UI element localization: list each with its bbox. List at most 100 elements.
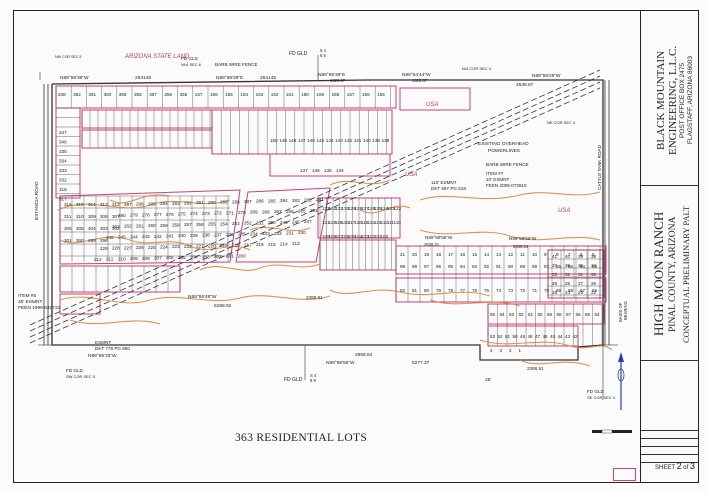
lot-number: 38 <box>591 254 597 259</box>
lot-number: 3 <box>500 348 503 353</box>
lot-number: 123 <box>387 206 395 211</box>
lot-number: 347 <box>59 130 67 135</box>
lot-number: 248 <box>292 220 300 225</box>
title-divider-2 <box>641 360 699 361</box>
esmt-bottom-dkt: DKT 776 PG 860 <box>95 346 130 351</box>
lot-number: 71 <box>532 288 538 293</box>
lot-number: 80 <box>424 288 430 293</box>
lot-number: 107 <box>335 234 343 239</box>
lot-number: 291 <box>196 200 204 205</box>
twentyfive-label: 25' <box>485 377 491 383</box>
lot-number: 263 <box>112 224 120 229</box>
usa-top-label: USA <box>426 102 438 108</box>
lot-number: 201 <box>226 254 234 259</box>
lot-number: 84 <box>580 264 586 269</box>
lot-number: 230 <box>298 230 306 235</box>
lot-number: 302 <box>112 226 120 231</box>
graphic-scale <box>592 429 632 434</box>
lot-number: 360 <box>104 92 112 97</box>
road-left: ESTANCIA ROAD <box>34 181 40 220</box>
section-lines <box>38 55 618 400</box>
dist-2: 264145 <box>260 75 276 81</box>
lot-number: 332 <box>59 178 67 183</box>
lot-number: 209 <box>130 256 138 261</box>
lot-number: 275 <box>178 212 186 217</box>
lot-number: 211 <box>106 257 114 262</box>
lot-number: 225 <box>148 245 156 250</box>
lot-grid <box>55 86 604 346</box>
lot-number: 72 <box>520 288 526 293</box>
lot-number: 18 <box>436 252 442 257</box>
lot-number: 86 <box>556 264 562 269</box>
lot-number: 125 <box>374 206 382 211</box>
lot-number: 227 <box>124 245 132 250</box>
lot-number: 140 <box>363 138 371 143</box>
lot-number: 298 <box>100 238 108 243</box>
lot-number: 118 <box>342 220 350 225</box>
project-county: PINAL COUNTY, ARIZONA <box>668 216 678 332</box>
dist-8: 5277.37 <box>412 360 430 366</box>
lot-number: 357 <box>149 92 157 97</box>
lot-number: 235 <box>238 232 246 237</box>
lot-number: 65 <box>490 312 496 317</box>
lot-number: 282 <box>304 198 312 203</box>
lot-number: 251 <box>256 220 264 225</box>
barb-fence-right: BARB WIRE FENCE <box>486 162 529 167</box>
lot-number: 202 <box>214 254 222 259</box>
lot-number: 157 <box>347 92 355 97</box>
n14-b: N/4 COR SEC 4 <box>462 66 492 71</box>
firm-line-1: BLACK MOUNTAIN <box>655 50 667 150</box>
lot-number: 216 <box>256 242 264 247</box>
nw-cor: NW COR SEC 5 <box>55 55 81 59</box>
lot-number: 142 <box>344 138 352 143</box>
lot-number: 121 <box>322 220 330 225</box>
lot-number: 78 <box>448 288 454 293</box>
lot-number: 148 <box>289 138 297 143</box>
lot-number: 60 <box>538 312 544 317</box>
lot-number: 52 <box>498 334 504 339</box>
lot-number: 258 <box>172 223 180 228</box>
sheet-total: 3 <box>689 461 695 471</box>
lot-number: 265 <box>298 209 306 214</box>
lot-number: 262 <box>124 224 132 229</box>
lot-number: 222 <box>184 244 192 249</box>
lot-number: 119 <box>335 220 343 225</box>
lot-number: 4 <box>490 348 493 353</box>
lot-number: 149 <box>279 138 287 143</box>
lot-number: 137 <box>300 168 308 173</box>
engineer-seal <box>613 468 636 481</box>
lot-number: 213 <box>292 241 300 246</box>
lot-number: 50 <box>513 334 519 339</box>
lot-number: 87 <box>544 264 550 269</box>
lot-number: 156 <box>362 92 370 97</box>
lot-number: 8 <box>556 252 559 257</box>
lot-number: 115 <box>361 220 369 225</box>
lot-number: 22 <box>591 290 597 295</box>
lot-number: 220 <box>208 243 216 248</box>
lot-number: 306 <box>64 226 72 231</box>
title-divider-5 <box>641 446 699 447</box>
title-divider-1 <box>641 185 699 186</box>
lot-number: 249 <box>280 220 288 225</box>
lot-number: 203 <box>202 254 210 259</box>
lot-number: 288 <box>232 199 240 204</box>
powerlines-label-1: EXISTING OVERHEAD <box>478 141 529 147</box>
lot-number: 122 <box>394 206 402 211</box>
lot-number: 103 <box>361 234 369 239</box>
lot-number: 62 <box>519 312 525 317</box>
lot-number: 1 <box>519 348 522 353</box>
lot-number: 205 <box>178 255 186 260</box>
lot-number: 208 <box>142 256 150 261</box>
lot-number: 101 <box>374 234 382 239</box>
lot-number: 30 <box>591 272 597 277</box>
lot-number: 303 <box>100 226 108 231</box>
lot-number: 105 <box>348 234 356 239</box>
item5-feen: FEEN 1999-040722 <box>18 305 61 311</box>
lot-number: 147 <box>298 138 306 143</box>
lot-number: 9 <box>544 252 547 257</box>
lot-number: 243 <box>142 234 150 239</box>
bearing-6: N89°59'48"W <box>188 294 217 300</box>
lot-number: 56 <box>576 312 582 317</box>
lot-number: 315 <box>76 202 84 207</box>
lot-number: 271 <box>226 210 234 215</box>
